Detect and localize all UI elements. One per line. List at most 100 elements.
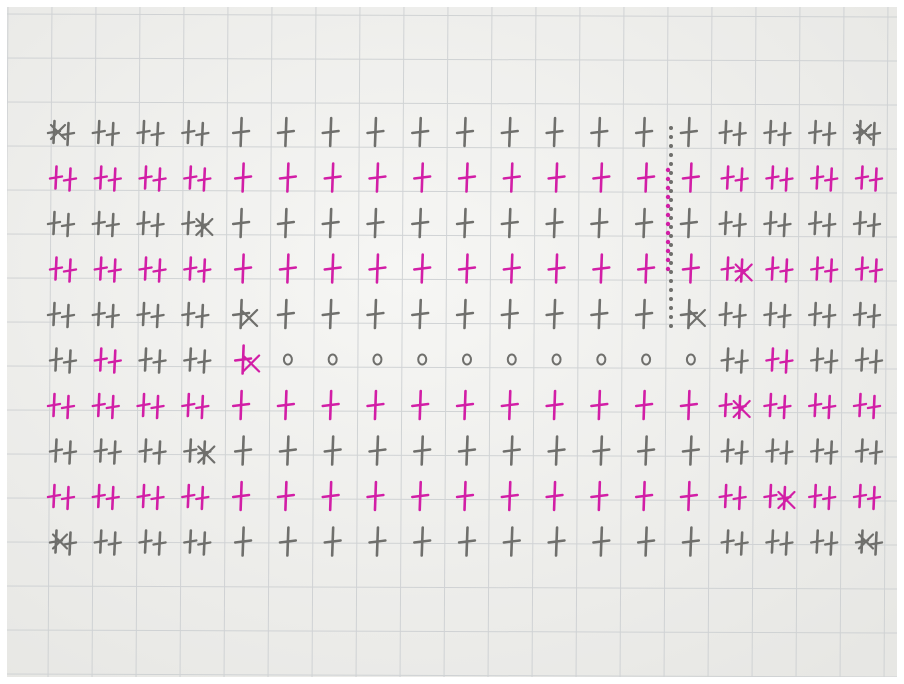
stitch-symbol	[241, 391, 242, 419]
edge-stitch-symbol	[98, 121, 99, 143]
separator-dot	[669, 126, 673, 130]
edge-stitch-symbol	[772, 531, 773, 553]
stitch-symbol	[601, 255, 602, 283]
stitch-symbol	[332, 255, 333, 283]
edge-stitch-symbol	[725, 212, 726, 234]
edge-stitch-symbol	[204, 533, 205, 555]
stitch-symbol	[556, 164, 557, 192]
edge-stitch-symbol	[874, 487, 875, 509]
edge-stitch-symbol	[770, 485, 771, 507]
edge-stitch-symbol	[784, 123, 785, 145]
stitch-symbol	[599, 118, 600, 146]
edge-stitch-symbol	[727, 167, 728, 189]
edge-stitch-symbol	[786, 260, 787, 282]
stitch-symbol	[422, 255, 423, 283]
edge-stitch-symbol	[741, 169, 742, 191]
edge-stitch-symbol	[817, 349, 818, 371]
edge-stitch-symbol	[784, 396, 785, 418]
stitch-symbol	[241, 482, 242, 510]
edge-stitch-symbol	[786, 533, 787, 555]
edge-stitch-symbol	[831, 169, 832, 191]
edge-stitch-symbol	[112, 305, 113, 327]
stitch-symbol	[422, 437, 423, 465]
stitch-symbol	[556, 437, 557, 465]
edge-stitch-symbol	[114, 351, 115, 373]
stitch-symbol	[330, 482, 331, 510]
stitch-symbol	[330, 209, 331, 237]
edge-stitch-symbol	[143, 212, 144, 234]
edge-stitch-symbol	[159, 169, 160, 191]
edge-stitch-symbol	[188, 121, 189, 143]
edge-stitch-symbol	[202, 123, 203, 145]
edge-stitch-symbol	[188, 212, 189, 234]
stitch-symbol	[285, 300, 286, 328]
separator-dot	[669, 252, 673, 256]
edge-stitch-symbol	[54, 303, 55, 325]
stitch-symbol	[554, 391, 555, 419]
stitch-symbol	[646, 164, 647, 192]
edge-stitch-symbol	[100, 349, 101, 371]
separator-dot	[669, 171, 673, 175]
stitch-symbol	[554, 482, 555, 510]
stitch-symbol	[465, 482, 466, 510]
stitch-symbol	[509, 391, 510, 419]
edge-stitch-symbol	[188, 485, 189, 507]
separator-dot	[669, 243, 673, 247]
stitch-symbol	[287, 164, 288, 192]
edge-stitch-symbol	[157, 396, 158, 418]
edge-stitch-symbol	[831, 533, 832, 555]
stitch-symbol	[332, 437, 333, 465]
edge-stitch-symbol	[190, 167, 191, 189]
edge-stitch-symbol	[874, 123, 875, 145]
edge-stitch-symbol	[145, 349, 146, 371]
stitch-symbol	[420, 209, 421, 237]
separator-dot	[669, 135, 673, 139]
edge-stitch-symbol	[145, 167, 146, 189]
edge-stitch-symbol	[100, 531, 101, 553]
edge-stitch-symbol	[202, 305, 203, 327]
stitch-symbol	[467, 528, 468, 556]
separator-dot	[669, 162, 673, 166]
stitch-symbol	[601, 528, 602, 556]
separator-dot-magenta	[666, 231, 670, 235]
edge-stitch-symbol	[876, 169, 877, 191]
edge-stitch-symbol	[772, 349, 773, 371]
edge-stitch-symbol	[815, 212, 816, 234]
edge-stitch-symbol	[739, 305, 740, 327]
edge-stitch-symbol	[157, 487, 158, 509]
edge-stitch-symbol	[190, 440, 191, 462]
stitch-symbol	[554, 209, 555, 237]
edge-stitch-symbol	[143, 394, 144, 416]
stitch-symbol	[241, 209, 242, 237]
edge-stitch-symbol	[786, 351, 787, 373]
stitch-symbol	[511, 164, 512, 192]
edge-stitch-symbol	[727, 440, 728, 462]
edge-stitch-symbol	[202, 487, 203, 509]
stitch-symbol	[241, 118, 242, 146]
edge-stitch-symbol	[54, 485, 55, 507]
edge-stitch-symbol	[784, 305, 785, 327]
stitch-symbol	[377, 164, 378, 192]
separator-dot	[669, 144, 673, 148]
edge-stitch-symbol	[860, 303, 861, 325]
edge-stitch-symbol	[815, 485, 816, 507]
separator-dot-magenta	[666, 177, 670, 181]
edge-stitch-symbol	[112, 123, 113, 145]
edge-stitch-symbol	[727, 349, 728, 371]
edge-stitch-symbol	[159, 260, 160, 282]
stitch-symbol	[467, 164, 468, 192]
stitch-symbol	[377, 255, 378, 283]
stitch-symbol	[330, 300, 331, 328]
separator-dot	[669, 297, 673, 301]
edge-stitch-symbol	[860, 212, 861, 234]
edge-stitch-symbol	[739, 123, 740, 145]
stitch-symbol	[511, 255, 512, 283]
edge-stitch-symbol	[874, 214, 875, 236]
stitch-symbol	[556, 255, 557, 283]
edge-stitch-symbol	[112, 396, 113, 418]
edge-stitch-symbol	[143, 303, 144, 325]
edge-stitch-symbol	[70, 260, 71, 282]
edge-stitch-symbol	[98, 303, 99, 325]
separator-dot	[669, 261, 673, 265]
edge-stitch-symbol	[725, 121, 726, 143]
